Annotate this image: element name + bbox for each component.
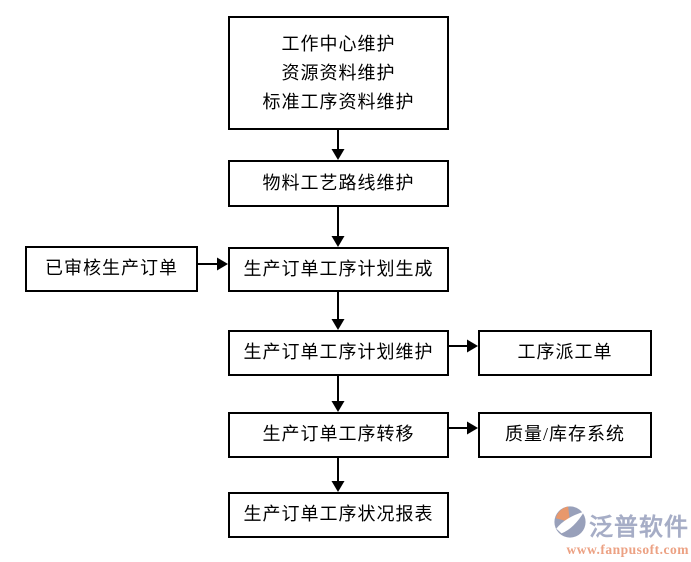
- arrow-transfer-to-quality: [448, 421, 478, 435]
- arrow-routing-to-plangen: [331, 207, 345, 247]
- node-label: 质量/库存系统: [504, 424, 625, 445]
- node-line: 资源资料维护: [281, 62, 396, 83]
- fanpu-watermark: 泛普软件 www.fanpusoft.com: [541, 505, 689, 558]
- arrow-plangen-to-planmaint: [331, 292, 345, 330]
- node-label: 生产订单工序状况报表: [243, 504, 434, 525]
- node-label: 生产订单工序转移: [262, 424, 415, 445]
- arrow-planmaint-to-transfer: [331, 376, 345, 412]
- brand-name: 泛普软件: [589, 515, 689, 541]
- node-label: 已审核生产订单: [45, 258, 178, 279]
- node-material-routing-maintenance: 物料工艺路线维护: [228, 160, 449, 207]
- arrow-master-to-routing: [331, 130, 345, 160]
- arrow-planmaint-to-dispatch: [448, 339, 478, 353]
- node-master-data-maintenance: 工作中心维护 资源资料维护 标准工序资料维护: [228, 16, 449, 130]
- arrow-transfer-to-report: [331, 458, 345, 492]
- node-label: 生产订单工序计划维护: [243, 342, 434, 363]
- node-operation-status-report: 生产订单工序状况报表: [228, 492, 449, 538]
- node-line: 标准工序资料维护: [262, 91, 415, 112]
- node-label: 工序派工单: [517, 342, 613, 363]
- fanpu-circle-icon: [553, 505, 587, 544]
- node-line: 工作中心维护: [281, 33, 396, 54]
- brand-url: www.fanpusoft.com: [566, 542, 689, 557]
- arrow-approved-to-plangen: [198, 257, 228, 271]
- node-label: 物料工艺路线维护: [262, 172, 415, 193]
- node-operation-plan-generation: 生产订单工序计划生成: [228, 247, 449, 292]
- node-quality-inventory-system: 质量/库存系统: [478, 412, 652, 458]
- brand-row: 泛普软件: [553, 505, 689, 544]
- node-approved-production-order: 已审核生产订单: [25, 246, 198, 292]
- node-operation-dispatch-order: 工序派工单: [478, 330, 652, 376]
- node-operation-transfer: 生产订单工序转移: [228, 412, 449, 458]
- node-label: 生产订单工序计划生成: [243, 258, 434, 279]
- node-operation-plan-maintenance: 生产订单工序计划维护: [228, 330, 449, 376]
